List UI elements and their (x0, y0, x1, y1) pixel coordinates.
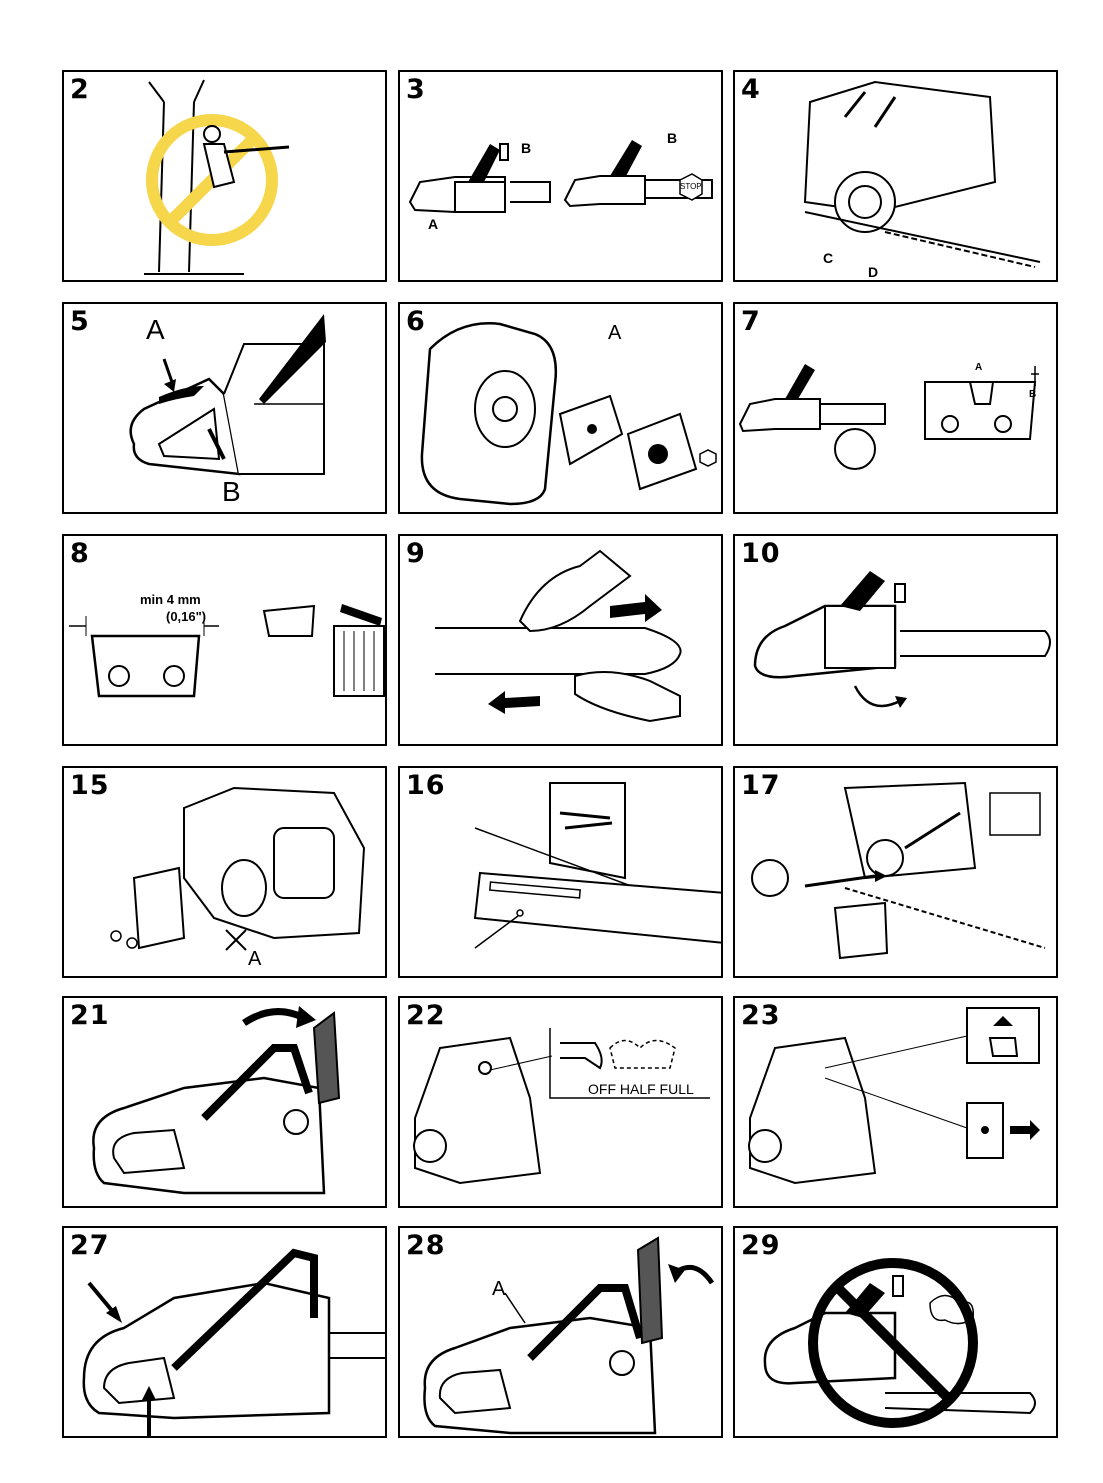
figure-number: 8 (70, 538, 90, 569)
tree-climbing-prohibition-illustration (144, 79, 290, 275)
clutch-cover-illustration (420, 322, 717, 506)
figure-number: 9 (406, 538, 426, 569)
chain-brake-illustration (408, 140, 713, 213)
choke-positions-label: OFF HALF FULL (588, 1081, 694, 1097)
arrow-right-icon (875, 870, 887, 882)
choke-control-illustration (413, 1028, 710, 1185)
figure-number: 29 (741, 1230, 781, 1261)
figure-panel-15: 15 A (62, 766, 387, 978)
figure-panel-21: 21 (62, 996, 387, 1208)
chain-brake-release-illustration (92, 1006, 341, 1195)
figure-panel-9: 9 (398, 534, 723, 746)
arrow-left-icon (488, 691, 540, 714)
label-c: C (823, 250, 834, 266)
chain-sharpening-illustration (738, 364, 1039, 470)
guide-bar-mounting-illustration (473, 782, 721, 949)
figure-number: 2 (70, 74, 90, 105)
figure-panel-22: 22 OFF HALF FULL (398, 996, 723, 1208)
figure-panel-27: 27 (62, 1226, 387, 1438)
figure-number: 17 (741, 770, 781, 801)
worn-cutter-disposal-illustration (69, 604, 385, 698)
chain-fitting-illustration (751, 781, 1046, 960)
hand-guard-illustration (129, 314, 326, 476)
label-b: B (222, 476, 241, 507)
figure-panel-28: 28 A (398, 1226, 723, 1438)
label-b-right: B (667, 130, 678, 146)
chain-brake-activated-illustration (423, 1236, 715, 1435)
label-a: A (975, 362, 983, 373)
min-distance-inch-label: (0,16") (166, 609, 207, 624)
figure-panel-10: 10 (733, 534, 1058, 746)
figure-number: 3 (406, 74, 426, 105)
figure-number: 4 (741, 74, 761, 105)
figure-number: 16 (406, 770, 446, 801)
figure-number: 7 (741, 306, 761, 337)
figure-number: 23 (741, 1000, 781, 1031)
figure-panel-3: 3 B B A STOP (398, 70, 723, 282)
figure-number: 15 (70, 770, 110, 801)
clutch-cover-removal-illustration (110, 786, 366, 951)
label-a: A (492, 1278, 506, 1300)
label-a: A (146, 314, 165, 345)
prohibition-circle-icon (808, 1258, 978, 1428)
figure-panel-17: 17 (733, 766, 1058, 978)
figure-panel-8: 8 min 4 mm (0,16") (62, 534, 387, 746)
min-distance-label: min 4 mm (140, 592, 201, 607)
figure-panel-29: 29 (733, 1226, 1058, 1438)
figure-panel-7: 7 A B (733, 302, 1058, 514)
guide-bar-inspection-illustration (435, 549, 682, 723)
arrow-right-icon (610, 594, 662, 622)
label-a: A (248, 948, 262, 970)
stop-switch-choke-illustration (748, 1007, 1040, 1185)
label-b: B (1029, 389, 1037, 400)
figure-number: 6 (406, 306, 426, 337)
throttle-trigger-illustration (82, 1248, 385, 1436)
label-d: D (868, 264, 879, 280)
stop-sign-text: STOP (680, 182, 702, 191)
figure-number: 10 (741, 538, 781, 569)
prohibition-circle-icon (146, 114, 278, 246)
starting-prohibition-illustration (763, 1258, 1036, 1428)
label-a: A (608, 322, 622, 344)
figure-panel-5: 5 A B (62, 302, 387, 514)
figure-number: 21 (70, 1000, 110, 1031)
figure-panel-6: 6 A (398, 302, 723, 514)
sprocket-clutch-illustration (803, 80, 1041, 268)
label-b-left: B (521, 140, 532, 156)
figure-number: 28 (406, 1230, 446, 1261)
arrow-right-icon (1010, 1120, 1040, 1140)
figure-panel-4: 4 C D (733, 70, 1058, 282)
figure-number: 27 (70, 1230, 110, 1261)
label-a: A (428, 216, 439, 232)
figure-panel-2: 2 (62, 70, 387, 282)
figure-number: 22 (406, 1000, 446, 1031)
figure-panel-23: 23 (733, 996, 1058, 1208)
chain-direction-icon (989, 792, 1041, 836)
figure-panel-16: 16 (398, 766, 723, 978)
figure-number: 5 (70, 306, 90, 337)
chain-brake-check-illustration (753, 571, 1051, 708)
